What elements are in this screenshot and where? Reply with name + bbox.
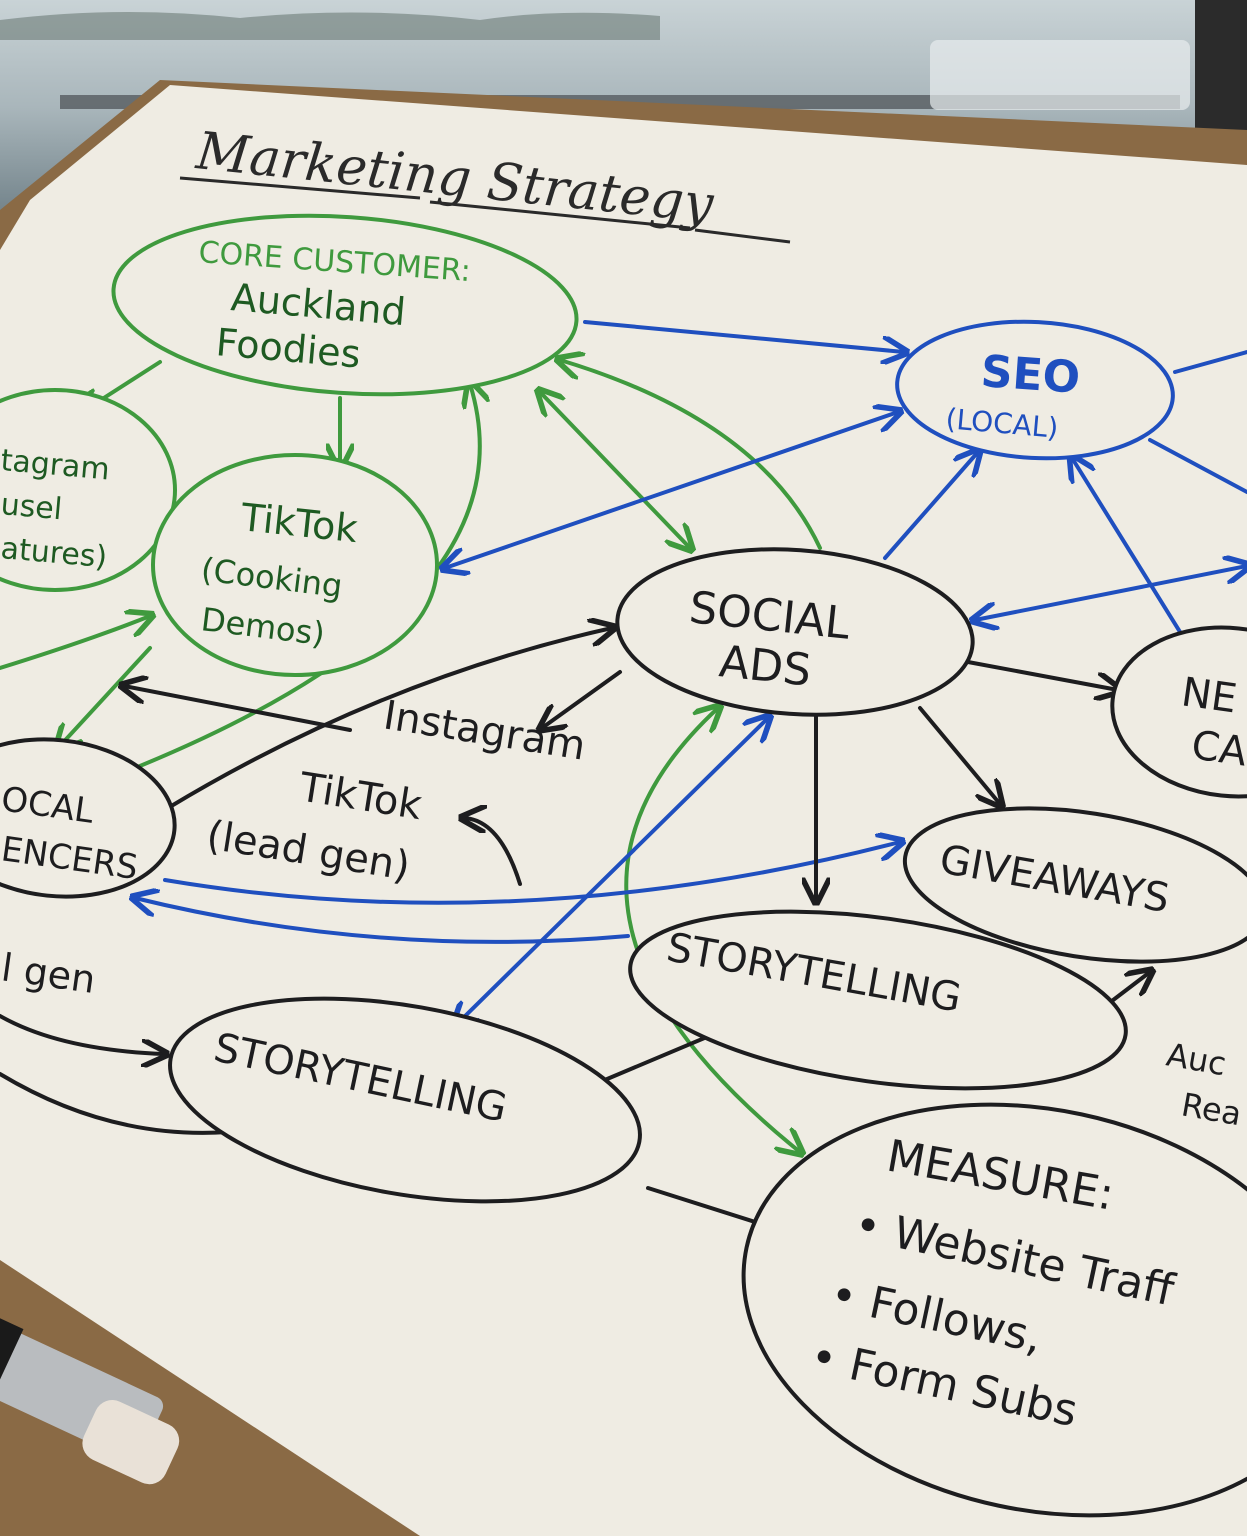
arrow-seo-out-2 <box>1148 438 1247 494</box>
title-underline <box>179 176 691 230</box>
social-ads-line2: ADS <box>717 636 814 696</box>
node-core-customer: CORE CUSTOMER: Auckland Foodies <box>111 213 579 397</box>
node-instagram-carousel: tagram usel atures) <box>0 388 177 592</box>
arrow-influencers-to-social-ads <box>166 628 612 810</box>
instagram-carousel-line2: usel <box>0 487 64 527</box>
arrow-social-ads-to-new <box>966 660 1118 690</box>
arrow-lead-gen-to-storytelling <box>0 1014 164 1054</box>
node-measure: MEASURE: • Website Traff • Follows, • Fo… <box>741 1102 1247 1518</box>
new-ca-line2: CA <box>1189 722 1247 775</box>
arrow-core-to-seo <box>583 320 904 352</box>
new-ca-line1: NE <box>1179 669 1240 722</box>
arrow-to-tiktok <box>0 616 150 670</box>
pencil <box>0 1312 180 1485</box>
node-new-ca: NE CA <box>1110 625 1247 799</box>
title-underline-end <box>694 228 791 244</box>
distant-hills <box>0 11 660 40</box>
arrow-tiktok-seo <box>445 412 898 568</box>
node-local-influencers: OCAL ENCERS <box>0 737 177 899</box>
arrow-social-ads-to-instagram <box>542 670 622 728</box>
arrow-instagram-to-tiktok <box>124 686 352 732</box>
node-seo-local: SEO (LOCAL) <box>895 319 1175 461</box>
node-storytelling-left: STORYTELLING <box>168 996 642 1204</box>
node-storytelling-right: STORYTELLING <box>628 909 1128 1091</box>
arrow-storytelling-social-ads <box>455 718 768 1026</box>
arrow-social-ads-to-giveaways <box>918 706 1000 804</box>
ferry-boat <box>930 40 1190 110</box>
line-left-curve <box>0 1072 230 1135</box>
arrow-social-ads-to-seo <box>883 452 978 560</box>
seo-label: SEO <box>979 346 1081 404</box>
arrow-tiktok-to-influencers <box>58 646 152 748</box>
node-tiktok-demos: TikTok (Cooking Demos) <box>151 453 439 677</box>
arrow-social-new <box>975 566 1247 620</box>
arrow-seo-out <box>1173 350 1247 374</box>
node-giveaways: GIVEAWAYS <box>902 806 1247 964</box>
arrow-to-tiktok-lead-gen <box>464 818 522 886</box>
node-social-ads: SOCIAL ADS <box>615 547 975 717</box>
